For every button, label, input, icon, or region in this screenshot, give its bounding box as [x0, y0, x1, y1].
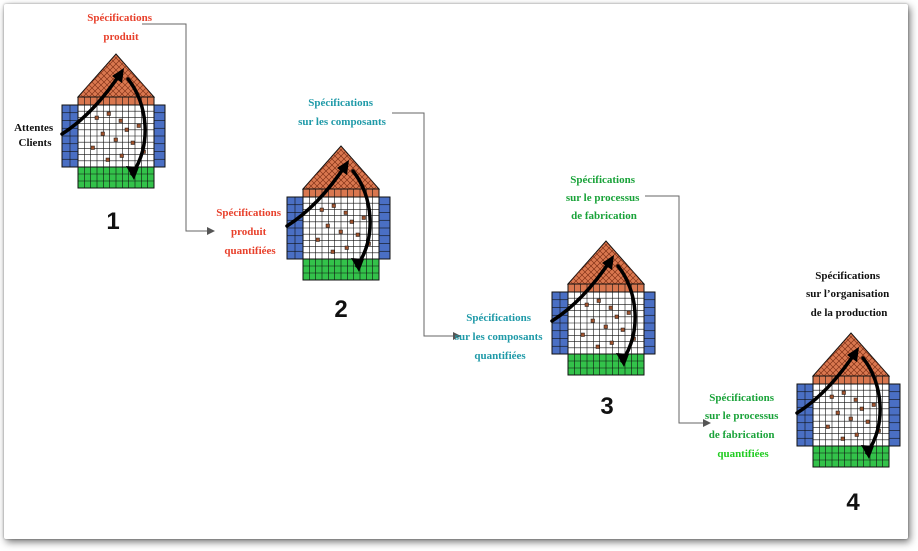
- connector-2: [392, 112, 461, 340]
- house-number-4: 4: [846, 489, 860, 516]
- label-attentes-clients: Attentes Clients: [14, 122, 56, 149]
- label-spec-organisation: Spécifications sur l’organisation de la …: [806, 270, 892, 319]
- house-of-quality-3: [550, 240, 656, 376]
- house-number-3: 3: [600, 393, 613, 420]
- house-number-2: 2: [334, 296, 347, 323]
- label-spec-processus: Spécifications sur le processus de fabri…: [566, 174, 642, 222]
- house-of-quality-1: [60, 53, 166, 189]
- connector-1: [142, 23, 215, 235]
- house-number-1: 1: [106, 208, 119, 235]
- diagram-frame: [4, 4, 908, 539]
- houses-layer: [60, 53, 901, 468]
- house-of-quality-2: [285, 145, 391, 281]
- label-spec-composants-quantifiees: Spécifications sur les composants quanti…: [455, 312, 546, 362]
- label-spec-composants: Spécifications sur les composants: [298, 97, 387, 128]
- label-spec-processus-quantifiees: Spécifications sur le processus de fabri…: [705, 392, 781, 460]
- connector-3: [645, 195, 711, 427]
- label-spec-produit: Spécifications produit: [87, 12, 155, 43]
- label-spec-produit-quantifiees: Spécifications produit quantifiées: [216, 207, 284, 257]
